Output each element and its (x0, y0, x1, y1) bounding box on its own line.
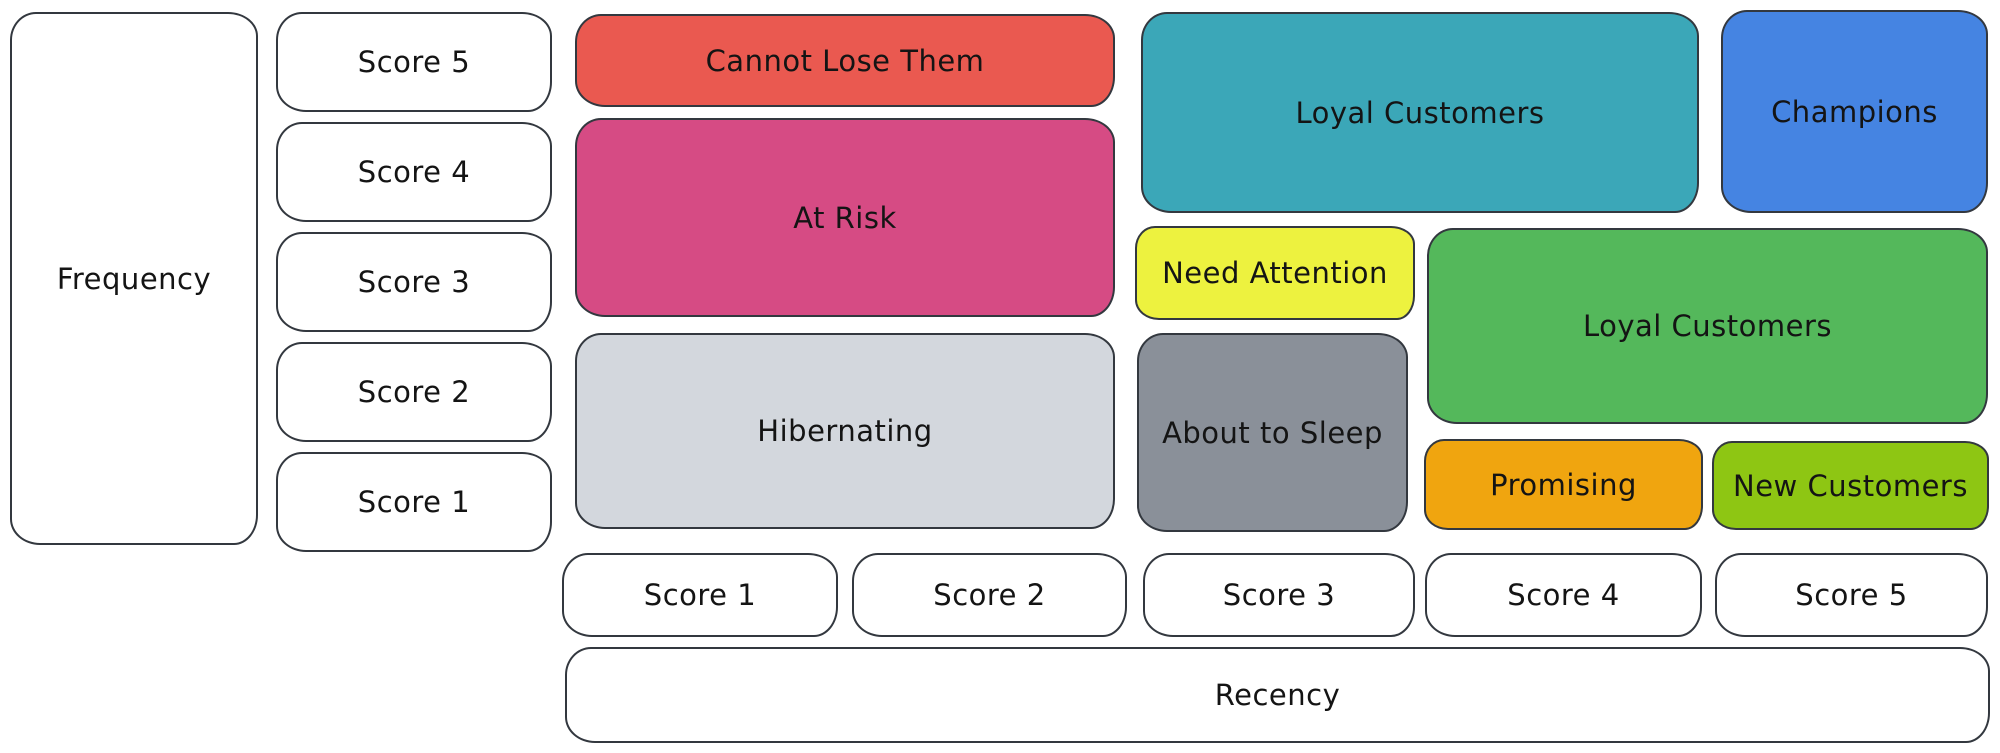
recency-axis-label: Recency (1214, 678, 1341, 712)
recency-score-5-box: Score 5 (1715, 553, 1988, 637)
segment-hibernating-label: Hibernating (757, 414, 933, 448)
frequency-score-5-label: Score 5 (357, 45, 471, 79)
frequency-score-3-box: Score 3 (276, 232, 552, 332)
frequency-axis-label-box: Frequency (10, 12, 258, 545)
frequency-axis-label: Frequency (56, 261, 212, 296)
recency-score-2-label: Score 2 (933, 578, 1046, 612)
segment-cannot-lose-them-label: Cannot Lose Them (705, 43, 985, 78)
recency-score-5-label: Score 5 (1795, 578, 1908, 612)
segment-champions-label: Champions (1771, 94, 1938, 129)
segment-new-customers: New Customers (1712, 441, 1989, 530)
frequency-score-2-box: Score 2 (276, 342, 552, 442)
segment-about-to-sleep: About to Sleep (1137, 333, 1408, 532)
segment-need-attention: Need Attention (1135, 226, 1415, 320)
frequency-score-3-label: Score 3 (357, 265, 471, 299)
recency-score-2-box: Score 2 (852, 553, 1127, 637)
frequency-score-1-box: Score 1 (276, 452, 552, 552)
segment-hibernating: Hibernating (575, 333, 1115, 529)
segment-loyal-customers-lower: Loyal Customers (1427, 228, 1988, 424)
recency-score-1-box: Score 1 (562, 553, 838, 637)
recency-score-3-label: Score 3 (1222, 578, 1336, 612)
segment-promising: Promising (1424, 439, 1703, 530)
segment-cannot-lose-them: Cannot Lose Them (575, 14, 1115, 107)
segment-about-to-sleep-label: About to Sleep (1162, 415, 1383, 450)
segment-new-customers-label: New Customers (1733, 468, 1968, 503)
frequency-score-4-label: Score 4 (357, 155, 471, 189)
frequency-score-5-box: Score 5 (276, 12, 552, 112)
segment-need-attention-label: Need Attention (1162, 256, 1388, 290)
frequency-score-1-label: Score 1 (357, 485, 471, 519)
segment-loyal-customers-upper-label: Loyal Customers (1295, 95, 1545, 130)
frequency-score-4-box: Score 4 (276, 122, 552, 222)
segment-loyal-customers-lower-label: Loyal Customers (1582, 309, 1833, 343)
recency-score-3-box: Score 3 (1143, 553, 1415, 637)
segment-at-risk-label: At Risk (793, 200, 897, 235)
recency-axis-label-box: Recency (565, 647, 1990, 743)
segment-champions: Champions (1721, 10, 1988, 213)
recency-score-1-label: Score 1 (643, 578, 757, 612)
segment-loyal-customers-upper: Loyal Customers (1141, 12, 1699, 213)
frequency-score-2-label: Score 2 (357, 375, 471, 409)
segment-at-risk: At Risk (575, 118, 1115, 317)
recency-score-4-label: Score 4 (1507, 578, 1620, 612)
segment-promising-label: Promising (1490, 467, 1637, 502)
recency-score-4-box: Score 4 (1425, 553, 1702, 637)
